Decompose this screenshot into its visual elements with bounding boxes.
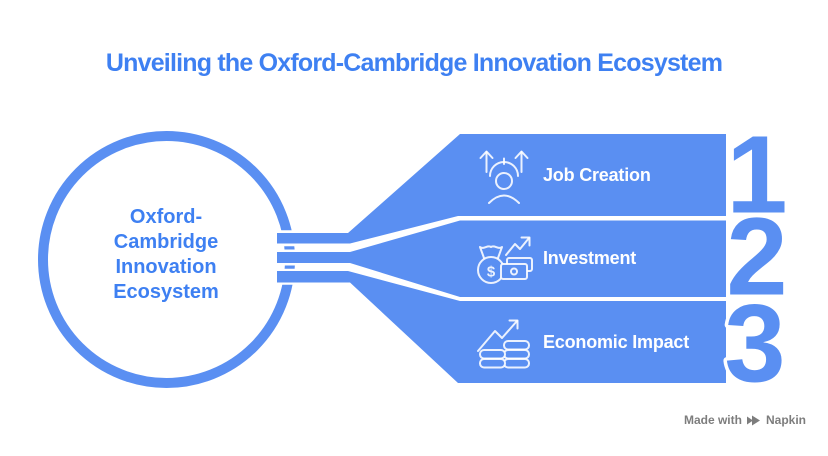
watermark[interactable]: Made with Napkin xyxy=(684,412,806,428)
watermark-brand: Napkin xyxy=(765,413,806,427)
hub-label: Oxford- Cambridge Innovation Ecosystem xyxy=(113,206,219,303)
item-label-job-creation: Job Creation xyxy=(543,165,651,185)
svg-text:$: $ xyxy=(487,264,496,281)
coins-growth-icon xyxy=(477,319,530,369)
item-label-investment: Investment xyxy=(543,248,637,268)
item-label-economic-impact: Economic Impact xyxy=(543,332,690,352)
step-number-1: 1 xyxy=(726,114,787,237)
step-number-2: 2 xyxy=(726,196,787,319)
napkin-logo-icon xyxy=(746,415,760,425)
watermark-made-with: Made with xyxy=(683,413,742,427)
money-bag-icon: $ xyxy=(477,236,533,284)
banner-shape-investment xyxy=(277,220,726,297)
step-number-3: 3 xyxy=(724,283,785,406)
banner-shape-economic-impact xyxy=(277,271,726,383)
person-growth-icon xyxy=(479,150,529,204)
page-title: Unveiling the Oxford-Cambridge Innovatio… xyxy=(105,49,723,77)
